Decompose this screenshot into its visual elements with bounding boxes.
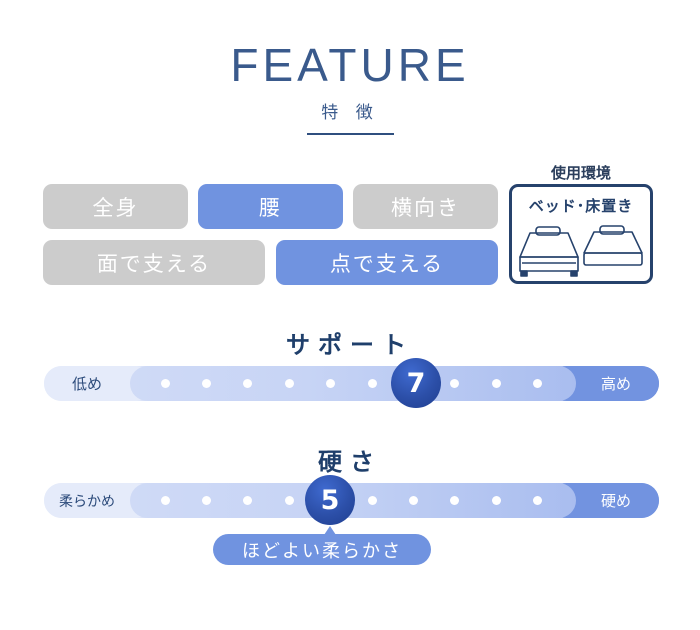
tag-koshi: 腰 xyxy=(198,184,343,229)
support-value-knob: 7 xyxy=(391,358,441,408)
page-title: FEATURE xyxy=(230,39,470,91)
firmness-high-label: 硬め xyxy=(600,492,631,510)
page-subtitle: 特 徴 xyxy=(321,103,379,123)
tag-label: 腰 xyxy=(259,195,282,220)
scale-dot xyxy=(161,496,170,505)
environment-label: 使用環境 xyxy=(550,164,611,182)
track-middle xyxy=(130,366,576,401)
scale-dot xyxy=(326,379,335,388)
firmness-low-label: 柔らかめ xyxy=(59,493,115,510)
tag-label: 全身 xyxy=(92,195,139,220)
scale-dot xyxy=(533,379,542,388)
environment-box: ベッド･床置き xyxy=(509,184,653,284)
scale-dot xyxy=(243,496,252,505)
scale-dot xyxy=(409,496,418,505)
tag-zenshin: 全身 xyxy=(43,184,188,229)
scale-dot xyxy=(450,379,459,388)
firmness-value-knob: 5 xyxy=(305,475,355,525)
scale-dot xyxy=(285,379,294,388)
scale-dot xyxy=(202,496,211,505)
support-high-label: 高め xyxy=(600,375,631,393)
tag-yokomuki: 横向き xyxy=(353,184,498,229)
scale-dot xyxy=(368,379,377,388)
firmness-title: 硬さ xyxy=(318,448,382,476)
scale-dot xyxy=(492,379,501,388)
support-title: サポート xyxy=(286,331,414,359)
support-scale-track: 低め 高め xyxy=(44,366,659,401)
environment-value: ベッド･床置き xyxy=(528,197,634,215)
scale-dot xyxy=(492,496,501,505)
scale-dot xyxy=(285,496,294,505)
firmness-note-bubble: ほどよい柔らかさ xyxy=(213,534,431,565)
scale-dot xyxy=(450,496,459,505)
bed-and-floor-mattress-icon xyxy=(519,225,643,277)
tag-ten-support: 点で支える xyxy=(276,240,498,285)
scale-dot xyxy=(243,379,252,388)
tag-label: 面で支える xyxy=(96,251,212,276)
tag-men-support: 面で支える xyxy=(43,240,265,285)
tag-label: 横向き xyxy=(391,195,460,220)
support-low-label: 低め xyxy=(71,375,102,393)
scale-dot xyxy=(161,379,170,388)
tag-label: 点で支える xyxy=(329,251,445,276)
scale-dot xyxy=(202,379,211,388)
scale-dot xyxy=(368,496,377,505)
firmness-note-pointer xyxy=(324,526,336,535)
title-divider xyxy=(307,133,394,135)
scale-dot xyxy=(533,496,542,505)
